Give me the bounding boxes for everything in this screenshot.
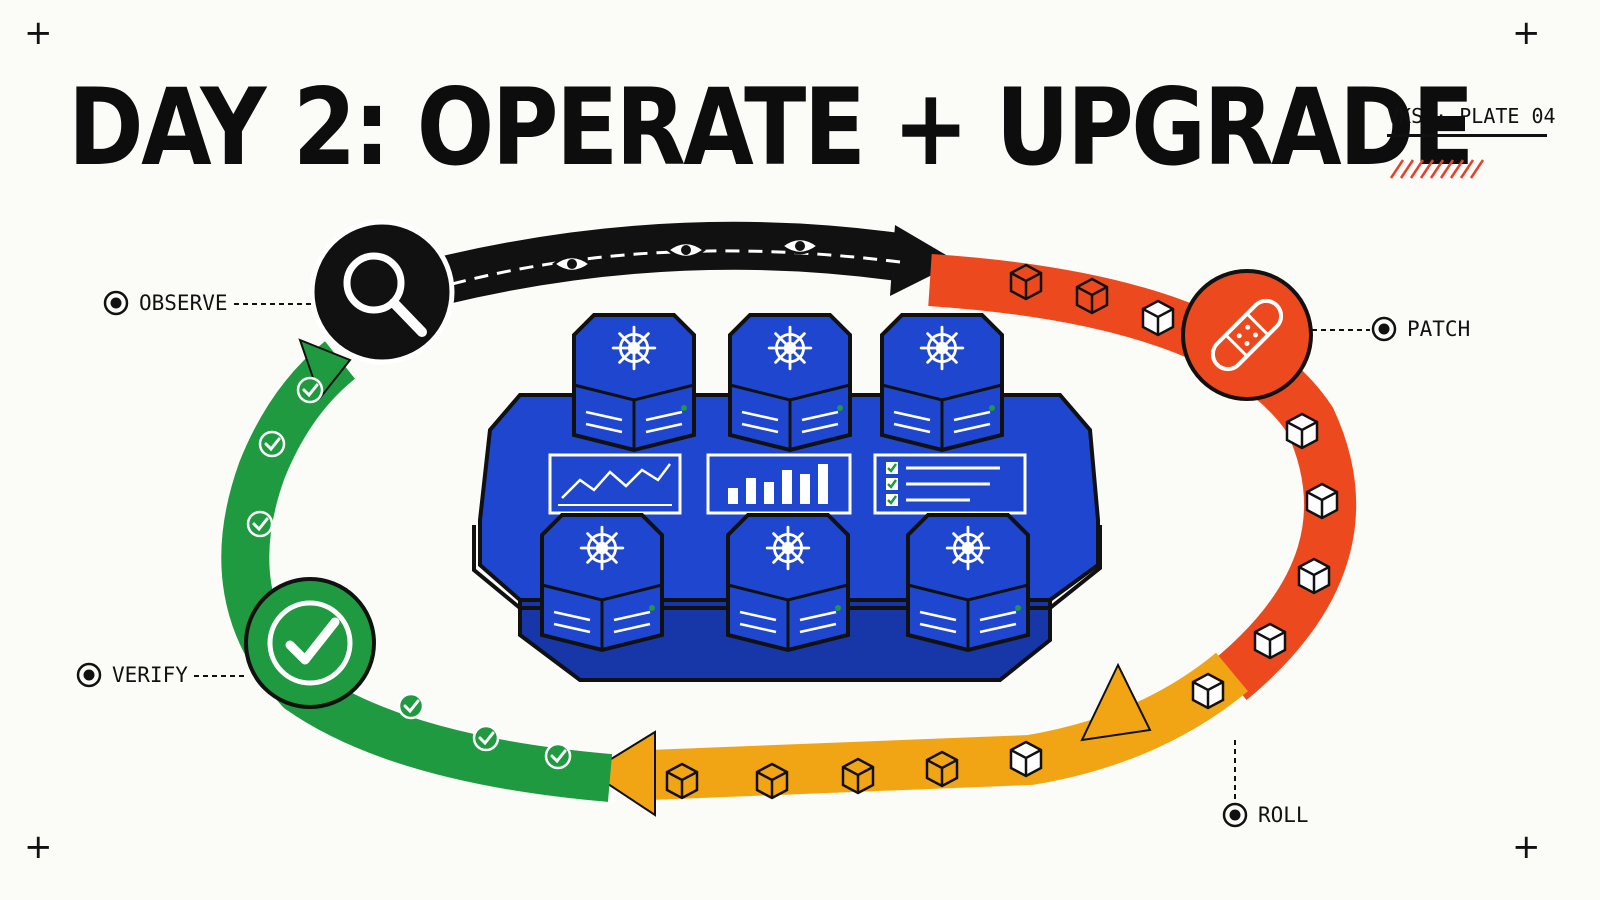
helm-icon (767, 325, 813, 371)
line-chart-icon (548, 453, 682, 515)
target-icon (1371, 316, 1397, 342)
node-2 (728, 313, 852, 453)
callout-observe: OBSERVE (103, 290, 228, 316)
node-4 (540, 513, 664, 653)
cube-icon (1141, 299, 1175, 337)
checkmark-icon (258, 430, 286, 458)
node-5 (726, 513, 850, 653)
callout-roll: ROLL (1222, 802, 1309, 828)
cube-icon (841, 757, 875, 795)
eye-icon (666, 241, 706, 259)
corner-crosshair-bottom-right: + (1512, 827, 1541, 867)
checkmark-icon (246, 510, 274, 538)
target-icon (76, 662, 102, 688)
stage-label-roll: ROLL (1258, 803, 1309, 827)
cube-icon (1253, 622, 1287, 660)
cube-icon (1009, 740, 1043, 778)
cube-icon (925, 750, 959, 788)
checkmark-icon (544, 742, 572, 770)
page-title: DAY 2: OPERATE + UPGRADE (68, 66, 1474, 189)
roll-arc (588, 652, 1248, 817)
stage-label-patch: PATCH (1407, 317, 1471, 341)
cube-icon (1075, 277, 1109, 315)
cube-icon (665, 762, 699, 800)
callout-verify: VERIFY (76, 662, 188, 688)
observe-arc (363, 221, 958, 324)
bar-chart-icon (706, 453, 852, 515)
checklist-icon (873, 453, 1027, 515)
checkmark-icon (244, 577, 376, 709)
patch-arc (928, 254, 1356, 701)
eye-icon (780, 237, 820, 255)
cube-icon (1285, 412, 1319, 450)
helm-icon (945, 525, 991, 571)
checkmark-icon (397, 692, 425, 720)
eye-icon (552, 255, 592, 273)
callout-patch: PATCH (1371, 316, 1470, 342)
cube-icon (755, 762, 789, 800)
helm-icon (611, 325, 657, 371)
cube-icon (1009, 263, 1043, 301)
stage-label-observe: OBSERVE (139, 291, 228, 315)
corner-crosshair-top-left: + (24, 13, 53, 53)
cube-icon (1191, 672, 1225, 710)
checkmark-icon (296, 376, 324, 404)
stage-label-verify: VERIFY (112, 663, 188, 687)
node-6 (906, 513, 1030, 653)
node-1 (572, 313, 696, 453)
callout-leaders (194, 303, 1370, 802)
corner-crosshair-top-right: + (1512, 13, 1541, 53)
helm-icon (765, 525, 811, 571)
node-3 (880, 313, 1004, 453)
plate-label: VKS · PLATE 04 (1387, 104, 1556, 137)
bandage-icon (1181, 269, 1313, 401)
cube-icon (1305, 482, 1339, 520)
magnifier-icon (309, 219, 455, 365)
checkmark-icon (472, 724, 500, 752)
helm-icon (579, 525, 625, 571)
target-icon (103, 290, 129, 316)
cube-icon (1297, 557, 1331, 595)
helm-icon (919, 325, 965, 371)
corner-crosshair-bottom-left: + (24, 827, 53, 867)
target-icon (1222, 802, 1248, 828)
hatch-accent (1389, 159, 1485, 179)
